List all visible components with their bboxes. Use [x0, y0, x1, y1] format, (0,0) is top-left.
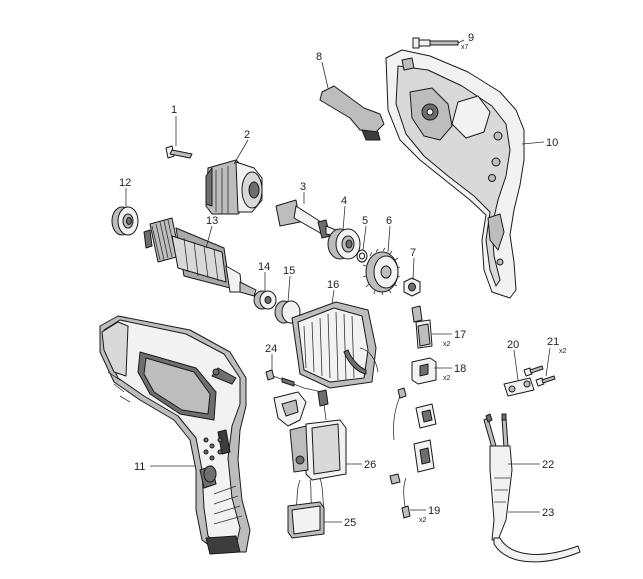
callout-20: 20: [507, 339, 519, 351]
callout-26: 26: [364, 459, 376, 471]
part-drill-assembled: [99, 315, 251, 555]
callout-19-qty: x2: [419, 517, 427, 524]
callout-9-qty: x7: [461, 44, 469, 51]
callout-24: 24: [265, 343, 277, 355]
part-stator: [291, 301, 379, 389]
callout-6: 6: [386, 215, 392, 227]
callout-11: 11: [134, 461, 145, 473]
callout-labels: 1 2 3 4 5 6 7 8 9 x7 10 11 12 13 14 15 1…: [119, 32, 567, 529]
part-brush-18: [411, 357, 437, 385]
callout-8: 8: [316, 51, 322, 63]
part-spindle: [275, 199, 337, 239]
callout-15: 15: [283, 265, 295, 277]
callout-12: 12: [119, 177, 131, 189]
part-carbon-brushes: [389, 387, 437, 519]
callout-9: 9: [468, 32, 474, 44]
part-bearing-14: [253, 290, 277, 310]
callout-7: 7: [410, 247, 416, 259]
part-wire-24: [265, 369, 323, 393]
part-capacitor: [287, 477, 325, 539]
callout-18: 18: [454, 363, 466, 375]
callout-4: 4: [341, 195, 347, 207]
callout-25: 25: [344, 517, 356, 529]
callout-3: 3: [300, 181, 306, 193]
callout-17-qty: x2: [443, 341, 451, 348]
callout-16: 16: [327, 279, 339, 291]
callout-10: 10: [546, 137, 558, 149]
callout-19: 19: [428, 505, 440, 517]
part-cord-clamp: [503, 377, 535, 397]
part-nut: [403, 277, 421, 297]
callout-13: 13: [206, 215, 218, 227]
part-gear: [362, 247, 401, 296]
part-screws-21: [523, 365, 556, 387]
leader-lines: [125, 39, 551, 523]
callout-5: 5: [362, 215, 368, 227]
part-chuck: [205, 159, 263, 215]
part-screw-1: [165, 145, 193, 159]
part-screw-9: [412, 37, 459, 49]
part-bearing-4: [327, 228, 361, 260]
callout-21-qty: x2: [559, 348, 567, 355]
part-power-cord: [483, 413, 581, 563]
callout-21: 21: [547, 336, 559, 348]
callout-22: 22: [542, 459, 554, 471]
part-ring-5: [356, 249, 368, 263]
callout-17: 17: [454, 329, 466, 341]
callout-23: 23: [542, 507, 554, 519]
callout-14: 14: [258, 261, 270, 273]
part-armature: [143, 217, 257, 297]
callout-2: 2: [244, 129, 250, 141]
part-housing-half: [385, 49, 525, 299]
callout-1: 1: [171, 104, 177, 116]
part-switch: [273, 389, 347, 481]
callout-18-qty: x2: [443, 375, 451, 382]
part-bearing-12: [111, 206, 139, 236]
part-lever: [319, 85, 385, 141]
part-brush-holder: [411, 305, 433, 349]
